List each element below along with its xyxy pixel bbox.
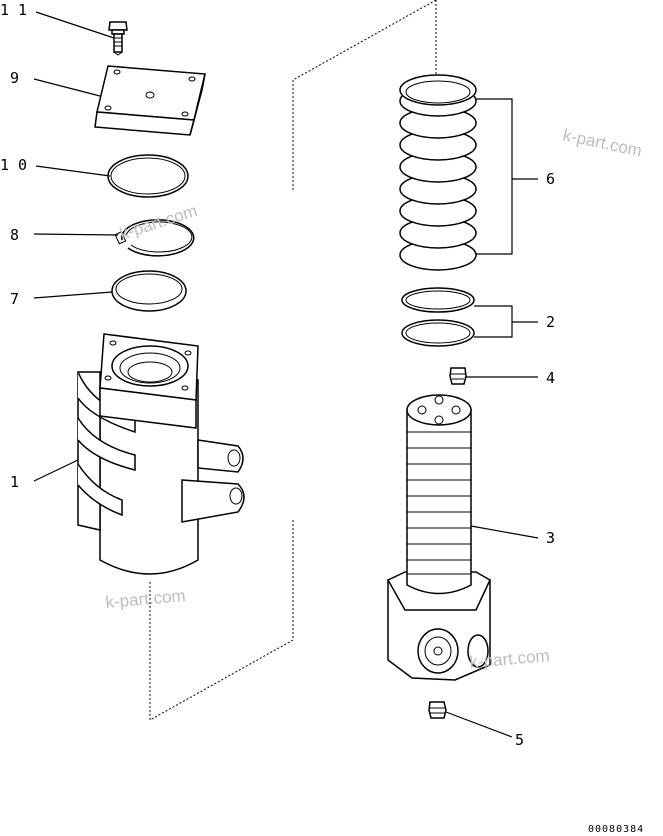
- callout-3: 3: [546, 529, 555, 547]
- part-7-ring: [111, 270, 187, 312]
- part-6-seal-ring-stack: [399, 74, 513, 271]
- leader-lines: [33, 11, 539, 738]
- callout-5: 5: [515, 731, 524, 749]
- assembly-dash-lines: [149, 0, 437, 721]
- callout-11: 1 1: [0, 1, 27, 19]
- part-9-cover-plate: [94, 65, 206, 136]
- drawing-code: 00080384: [588, 824, 644, 835]
- part-4-plug: [449, 367, 467, 385]
- callout-6: 6: [546, 170, 555, 188]
- part-2-ring-pair: [401, 287, 513, 347]
- part-5-plug: [428, 701, 447, 719]
- callout-8: 8: [10, 226, 19, 244]
- callout-9: 9: [10, 69, 19, 87]
- part-10-o-ring: [107, 154, 189, 198]
- callout-7: 7: [10, 290, 19, 308]
- callout-labels: 1 1 9 1 0 8 7 1 6 2 4 3 5: [0, 1, 555, 749]
- callout-10: 1 0: [0, 156, 27, 174]
- watermark-3: k-part.com: [105, 586, 187, 612]
- callout-4: 4: [546, 369, 555, 387]
- callout-1: 1: [10, 473, 19, 491]
- watermark-1: k-part.com: [561, 125, 643, 160]
- part-3-swivel-shaft: [386, 394, 491, 681]
- part-11-bolt: [108, 21, 128, 56]
- part-8-snap-ring: [114, 219, 195, 257]
- callout-2: 2: [546, 313, 555, 331]
- part-1-swivel-body: [77, 333, 245, 575]
